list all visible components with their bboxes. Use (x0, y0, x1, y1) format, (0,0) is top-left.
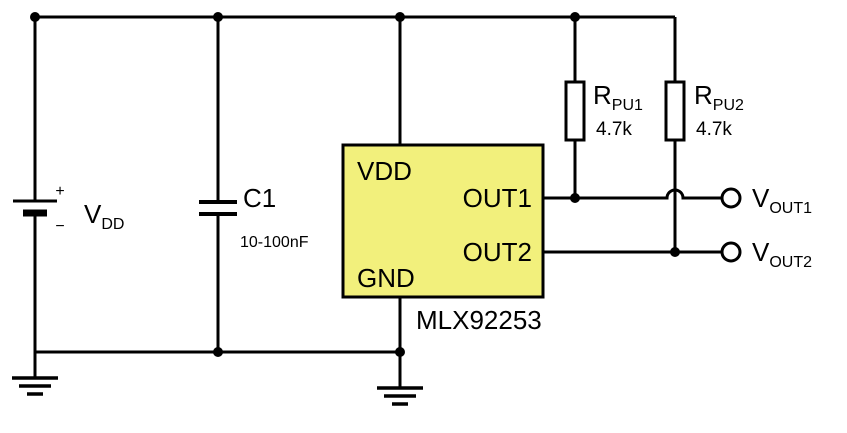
wires (33, 15, 722, 388)
wire-out1-with-hop (543, 188, 722, 200)
junction-dot (670, 247, 680, 257)
capacitor-value-label: 10-100nF (240, 234, 309, 251)
resistor-rpu1-name-sub: PU1 (612, 97, 643, 114)
output-terminals: VOUT1 VOUT2 (720, 183, 812, 271)
junction-dot (213, 12, 223, 22)
resistor-rpu2-name-label: RPU2 (694, 80, 744, 114)
ground-symbol-center (377, 386, 423, 406)
ground-symbol-left (12, 352, 58, 396)
resistor-rpu1: RPU1 4.7k (564, 80, 643, 142)
junction-dots (30, 12, 680, 357)
vout1-label-main: V (752, 183, 770, 213)
chip-pin-gnd-label: GND (357, 263, 415, 293)
junction-dot (395, 347, 405, 357)
junction-dot (570, 12, 580, 22)
capacitor-c1: C1 10-100nF (199, 183, 309, 251)
terminal-vout1 (720, 187, 742, 209)
terminal-vout2 (720, 241, 742, 263)
supply-label: VDD (84, 199, 124, 233)
chip-pin-out1-label: OUT1 (463, 183, 532, 213)
battery-minus-sign: − (55, 218, 64, 235)
junction-dot (570, 193, 580, 203)
resistor-rpu2-value-label: 4.7k (696, 119, 732, 140)
chip-body (341, 143, 545, 299)
vout1-label-sub: OUT1 (769, 200, 812, 217)
vout2-label-sub: OUT2 (769, 254, 812, 271)
junction-dot (30, 12, 40, 22)
resistor-rpu1-name-label: RPU1 (593, 80, 643, 114)
resistor-rpu2-name-sub: PU2 (713, 97, 744, 114)
resistor-rpu1-value-label: 4.7k (596, 119, 632, 140)
junction-dot (395, 12, 405, 22)
supply-label-sub: DD (101, 216, 124, 233)
chip-part-number-label: MLX92253 (416, 305, 542, 335)
ic-mlx92253: VDD OUT1 OUT2 GND MLX92253 (341, 143, 545, 335)
vout2-label-main: V (752, 237, 770, 267)
chip-pin-out2-label: OUT2 (463, 237, 532, 267)
vout1-label: VOUT1 (752, 183, 812, 217)
resistor-rpu1-body (564, 80, 586, 142)
battery-vdd: + − VDD (13, 183, 124, 235)
junction-dot (213, 347, 223, 357)
battery-plus-sign: + (55, 183, 64, 200)
resistor-rpu2-body (664, 80, 686, 142)
resistor-rpu2-name-main: R (694, 80, 713, 110)
resistor-rpu2: RPU2 4.7k (664, 80, 744, 142)
vout2-label: VOUT2 (752, 237, 812, 271)
chip-pin-vdd-label: VDD (357, 156, 412, 186)
supply-label-main: V (84, 199, 102, 229)
resistor-rpu1-name-main: R (593, 80, 612, 110)
capacitor-name-label: C1 (243, 183, 276, 213)
